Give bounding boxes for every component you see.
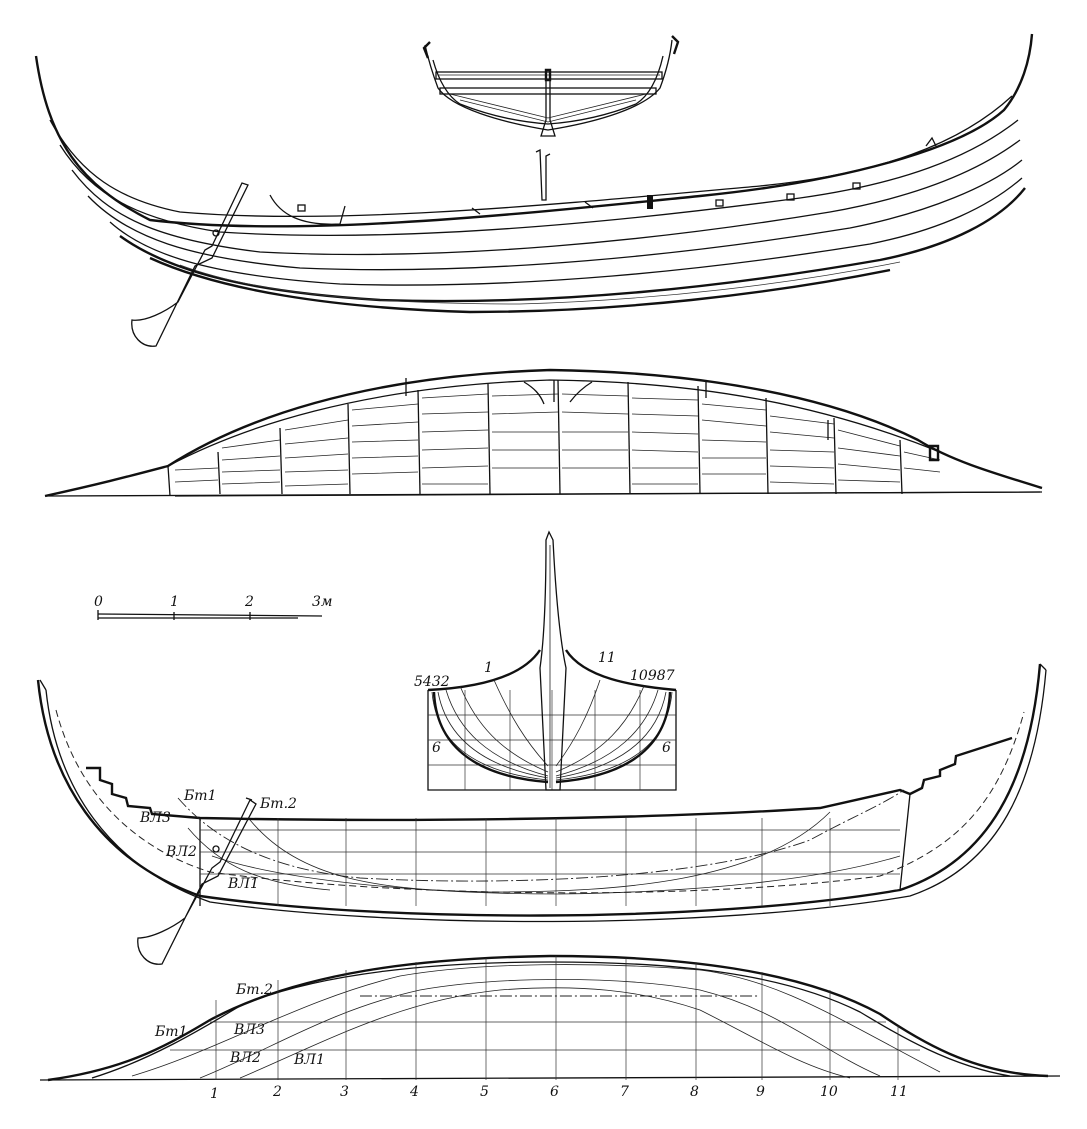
profile-waterline-1-label: ВЛ1 (227, 876, 259, 892)
scale-bar: 0 1 2 3м (94, 594, 333, 620)
station-number-5: 5 (480, 1084, 489, 1100)
deck-plan (44, 368, 1043, 498)
scale-label-3m: 3м (312, 594, 333, 610)
station-number-8: 8 (690, 1084, 699, 1100)
station-number-6: 6 (550, 1084, 559, 1100)
profile-waterline-3-label: ВЛ3 (139, 810, 171, 826)
station-number-1: 1 (210, 1086, 219, 1102)
body-plan: 5432 1 11 10987 6 6 (414, 530, 677, 791)
station-number-3: 3 (340, 1084, 349, 1100)
profile-buttock-2-label: Бт.2 (259, 796, 297, 812)
scale-label-1: 1 (170, 594, 179, 610)
plan-buttock-1-label: Бт1 (154, 1024, 187, 1040)
waterline-label-right: 6 (662, 740, 671, 756)
station-number-4: 4 (409, 1084, 419, 1100)
half-breadth-plan: Бт1 Бт.2 ВЛ3 ВЛ2 ВЛ1 1 2 3 4 5 6 7 8 9 1… (39, 954, 1061, 1102)
station-number-7: 7 (620, 1084, 629, 1100)
station-labels-left: 5432 (414, 674, 450, 690)
scale-label-2: 2 (244, 594, 254, 610)
waterline-label-left: 6 (432, 740, 441, 756)
station-number-10: 10 (820, 1084, 838, 1100)
station-number-11: 11 (890, 1084, 908, 1100)
lines-profile: Бт1 Бт.2 ВЛ3 ВЛ2 ВЛ1 (36, 663, 1047, 965)
scale-label-0: 0 (94, 594, 103, 610)
station-label-1: 1 (484, 660, 493, 676)
plan-waterline-1-label: ВЛ1 (293, 1052, 325, 1068)
profile-buttock-1-label: Бт1 (183, 788, 216, 804)
plan-buttock-2-label: Бт.2 (235, 982, 273, 998)
profile-waterline-2-label: ВЛ2 (165, 844, 197, 860)
station-number-2: 2 (272, 1084, 282, 1100)
plan-waterline-2-label: ВЛ2 (229, 1050, 261, 1066)
station-label-11: 11 (598, 650, 616, 666)
side-elevation (34, 33, 1034, 347)
plan-waterline-3-label: ВЛ3 (233, 1022, 265, 1038)
station-number-9: 9 (756, 1084, 765, 1100)
station-labels-right: 10987 (630, 668, 675, 684)
midship-cross-section (422, 35, 680, 137)
